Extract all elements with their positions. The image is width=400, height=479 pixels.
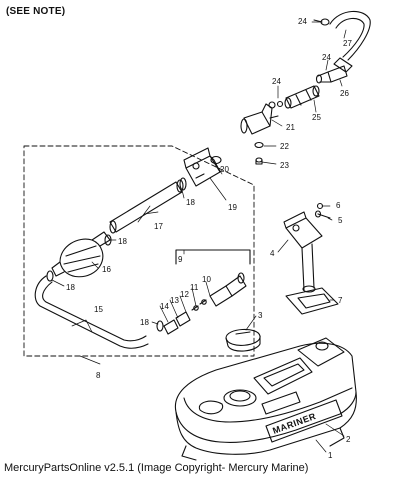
fuel-line-assembly-boundary [23, 145, 255, 357]
primer-bulb [51, 231, 111, 278]
callout-18-d: 18 [140, 318, 149, 327]
callout-5: 5 [338, 216, 343, 225]
callout-7: 7 [338, 296, 343, 305]
filler-cap [225, 328, 261, 352]
callout-26: 26 [340, 89, 349, 98]
tank-fitting-assembly [163, 249, 251, 335]
callout-19: 19 [228, 203, 237, 212]
callout-23: 23 [280, 161, 289, 170]
callout-1: 1 [328, 451, 333, 460]
callout-21: 21 [286, 123, 295, 132]
callout-8: 8 [96, 371, 101, 380]
hose-clamp-lower [156, 320, 164, 332]
fuel-tank [174, 337, 357, 461]
callout-3: 3 [258, 311, 263, 320]
callout-18-c: 18 [66, 283, 75, 292]
hose-clamp-bulb-bottom [46, 270, 54, 282]
callout-12: 12 [180, 290, 189, 299]
callout-2: 2 [346, 435, 351, 444]
callout-22: 22 [280, 142, 289, 151]
vent-screw-assembly [240, 101, 279, 135]
hose-connector [284, 85, 320, 109]
callout-18-b: 18 [118, 237, 127, 246]
fuel-pickup [283, 211, 323, 293]
vent-screw [255, 157, 263, 165]
callout-17: 17 [154, 222, 163, 231]
callout-14: 14 [160, 302, 169, 311]
callout-13: 13 [170, 296, 179, 305]
callout-6: 6 [336, 201, 341, 210]
clamp-washer [276, 100, 284, 108]
callout-9: 9 [178, 255, 183, 264]
see-note-label: (SEE NOTE) [6, 6, 66, 17]
callout-25: 25 [312, 113, 321, 122]
engine-connector [183, 147, 221, 187]
callout-24-mid: 24 [272, 77, 281, 86]
hose-clamp-upper [176, 177, 187, 193]
vent-fitting [315, 65, 348, 84]
o-ring [210, 155, 222, 165]
pickup-screw [314, 210, 331, 219]
callout-4: 4 [270, 249, 275, 258]
callout-10: 10 [202, 275, 211, 284]
upper-fuel-hose [109, 181, 183, 234]
lower-fuel-hose [34, 275, 149, 349]
vent-gasket [254, 141, 264, 149]
callout-16: 16 [102, 265, 111, 274]
callout-20: 20 [220, 165, 229, 174]
callout-24-top: 24 [298, 17, 307, 26]
image-copyright-caption: MercuryPartsOnline v2.5.1 (Image Copyrig… [4, 462, 309, 474]
callout-27: 27 [343, 39, 352, 48]
pickup-gasket [285, 287, 339, 315]
callout-15: 15 [94, 305, 103, 314]
callout-18-a: 18 [186, 198, 195, 207]
callout-24-right: 24 [322, 53, 331, 62]
callout-11: 11 [190, 283, 199, 292]
tank-brand-label: MARINER [271, 411, 317, 436]
